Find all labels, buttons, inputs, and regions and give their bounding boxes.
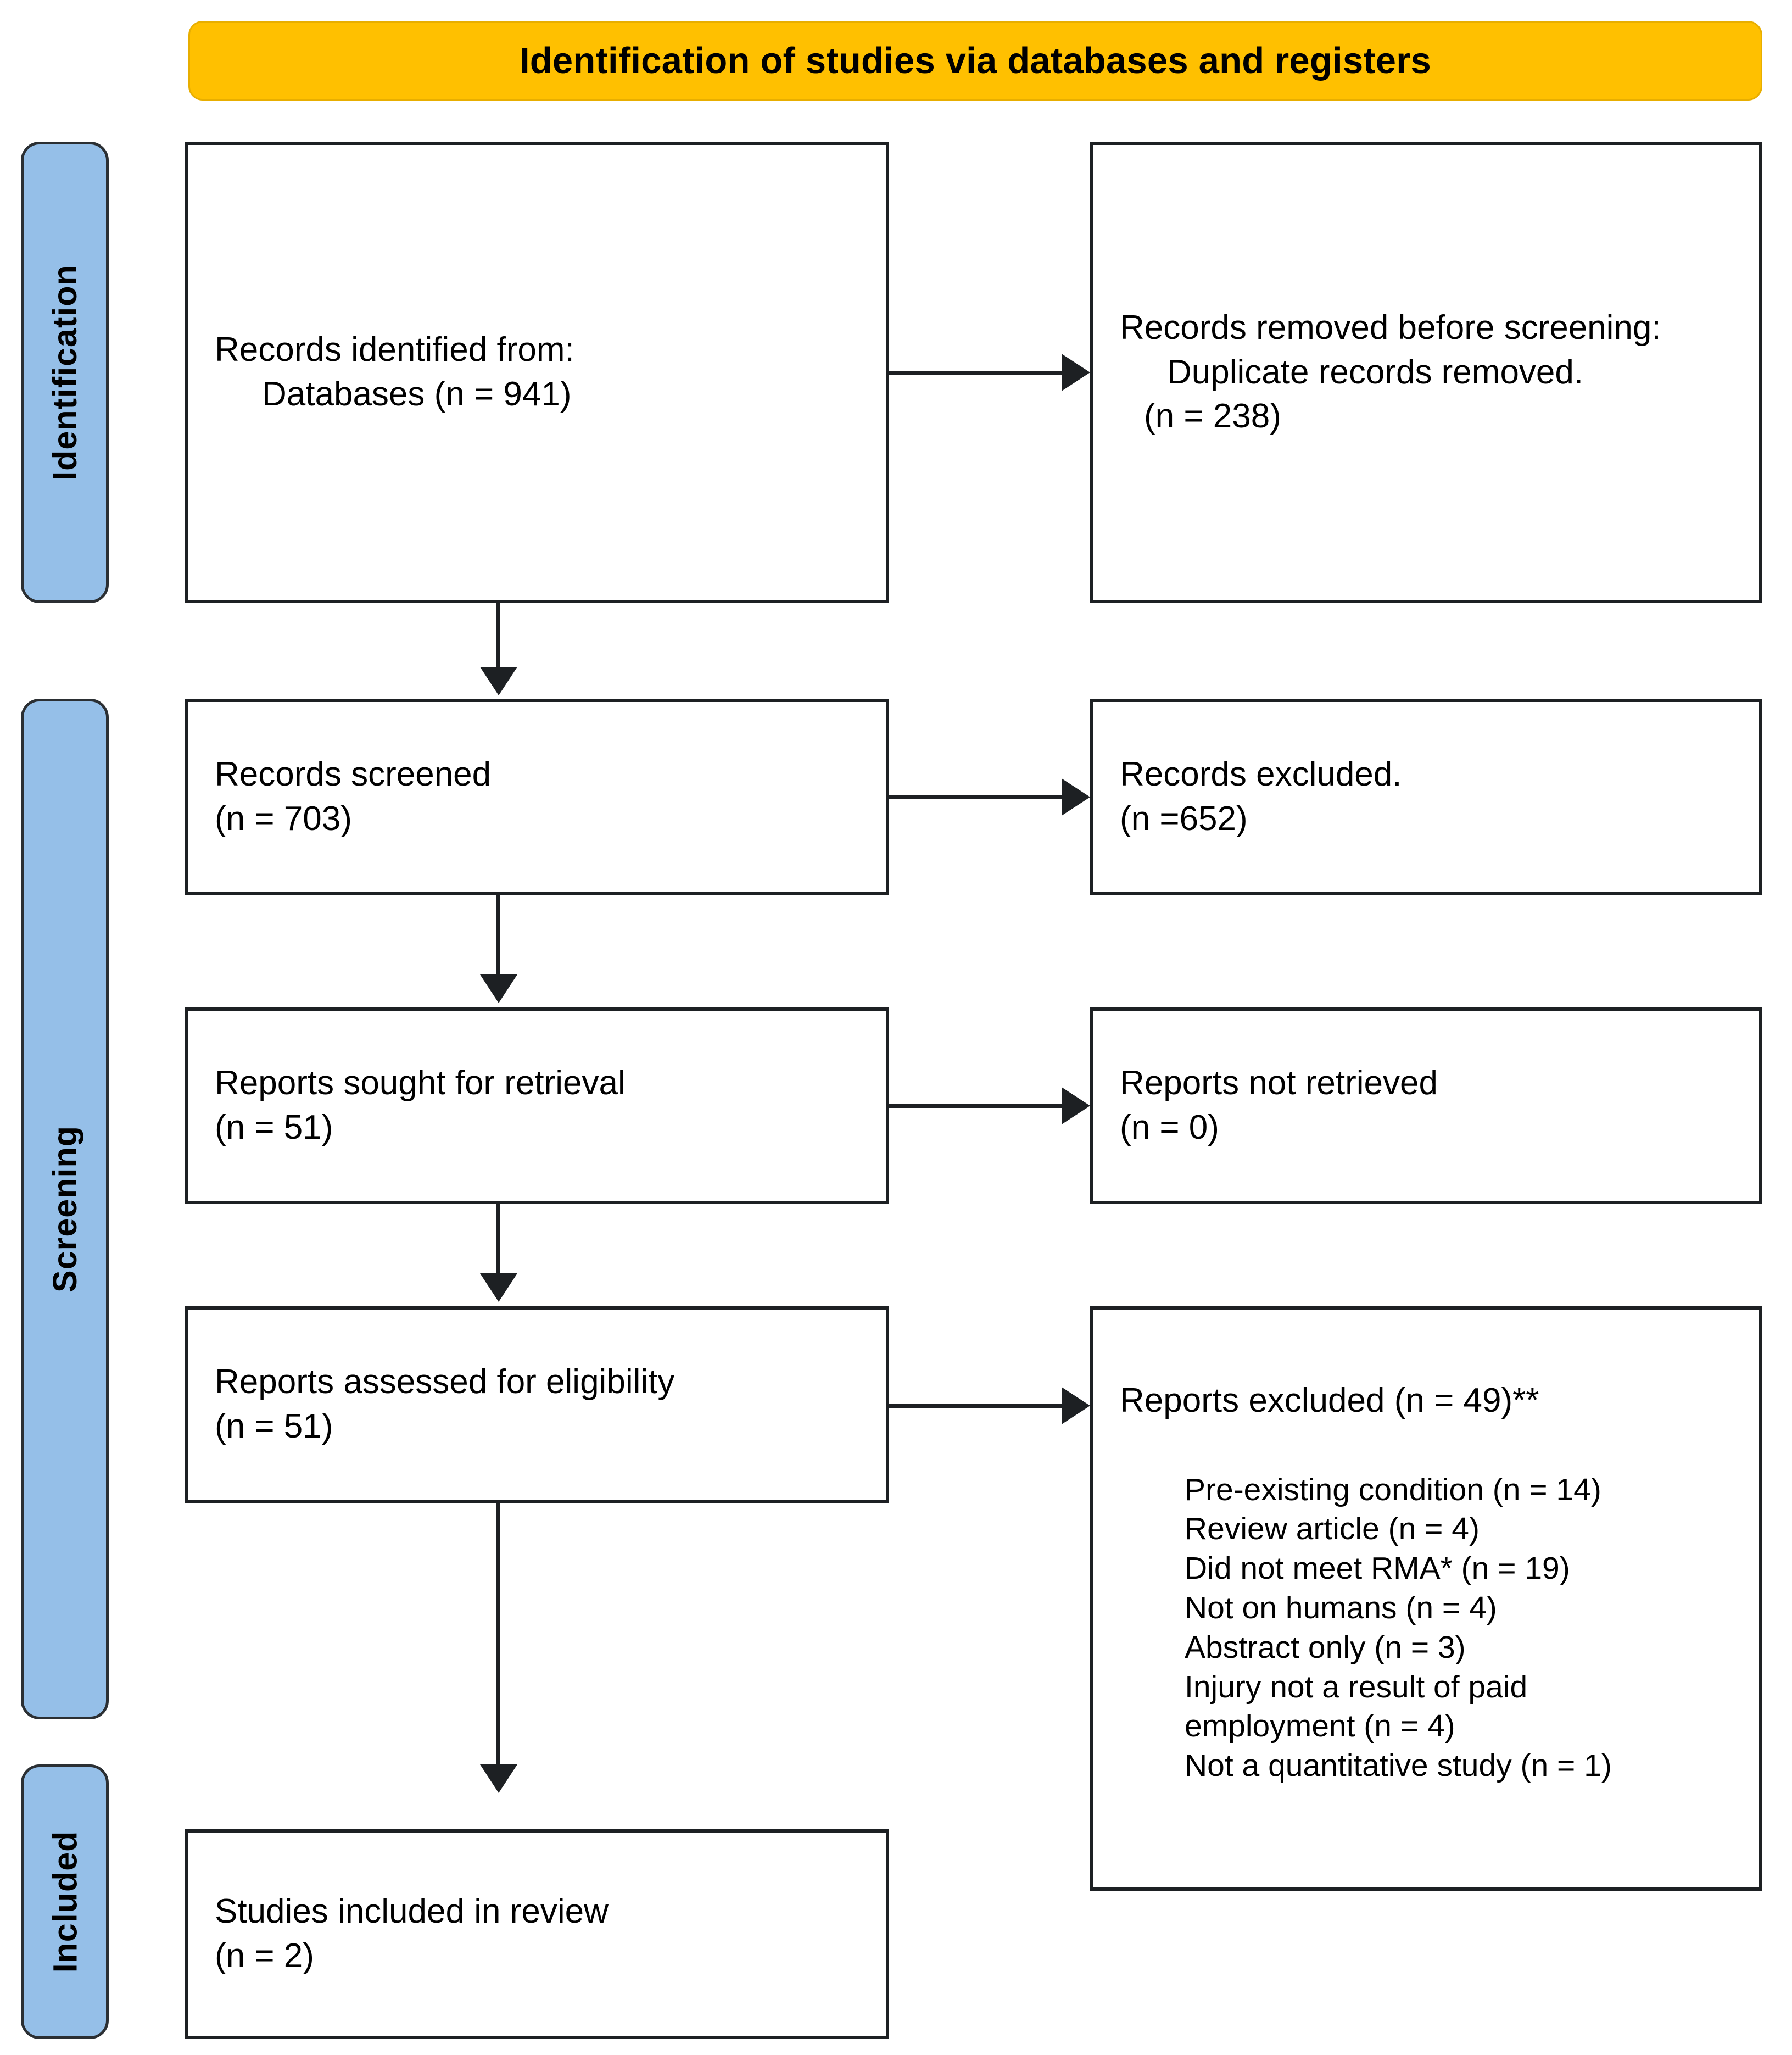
connector-assessed-to-reports-excluded [889, 1404, 1062, 1408]
records-removed-heading: Records removed before screening: [1120, 306, 1733, 350]
records-excluded-line-2: (n =652) [1120, 800, 1248, 838]
reports-not-retrieved-line-1: Reports not retrieved [1120, 1064, 1438, 1102]
banner-title: Identification of studies via databases … [519, 40, 1432, 81]
arrowhead-identified-to-removed [1062, 354, 1090, 391]
arrowhead-screened-to-sought [480, 974, 517, 1003]
list-item: employment (n = 4) [1185, 1708, 1455, 1744]
list-item: Did not meet RMA* (n = 19) [1185, 1551, 1570, 1586]
arrowhead-identified-to-screened [480, 667, 517, 695]
records-excluded-line-1: Records excluded. [1120, 755, 1402, 794]
node-reports-not-retrieved: Reports not retrieved (n = 0) [1090, 1007, 1762, 1204]
records-removed-prefix: Records removed [1120, 309, 1398, 347]
node-reports-assessed: Reports assessed for eligibility (n = 51… [185, 1306, 889, 1503]
node-records-identified: Records identified from: Databases (n = … [185, 142, 889, 603]
stage-label-screening-text: Screening [46, 1126, 83, 1293]
node-reports-excluded-detail: Reports excluded (n = 49)** Pre-existing… [1090, 1306, 1762, 1891]
connector-sought-to-assessed [496, 1204, 500, 1276]
connector-assessed-to-included [496, 1503, 500, 1767]
node-records-excluded: Records excluded. (n =652) [1090, 699, 1762, 895]
list-item: Pre-existing condition (n = 14) [1185, 1472, 1601, 1507]
node-reports-sought: Reports sought for retrieval (n = 51) [185, 1007, 889, 1204]
reports-excluded-heading: Reports excluded (n = 49)** [1120, 1382, 1539, 1419]
connector-screened-to-sought [496, 895, 500, 977]
banner-identification: Identification of studies via databases … [188, 21, 1762, 101]
connector-sought-to-not-retrieved [889, 1104, 1062, 1108]
reports-sought-line-2: (n = 51) [215, 1109, 333, 1146]
records-screened-line-1: Records screened [215, 755, 492, 794]
node-records-removed: Records removed before screening: Duplic… [1090, 142, 1762, 603]
stage-label-screening: Screening [21, 699, 109, 1719]
connector-screened-to-excluded [889, 795, 1062, 799]
list-item: Review article (n = 4) [1185, 1511, 1480, 1547]
stage-label-identification-text: Identification [46, 264, 83, 481]
arrowhead-assessed-to-included [480, 1764, 517, 1793]
arrowhead-screened-to-excluded [1062, 778, 1090, 816]
records-removed-line-1: Duplicate records removed. [1167, 353, 1584, 391]
records-removed-suffix: : [1651, 309, 1661, 347]
list-item: Injury not a result of paid [1185, 1669, 1528, 1705]
studies-included-line-1: Studies included in review [215, 1892, 609, 1931]
node-studies-included: Studies included in review (n = 2) [185, 1829, 889, 2039]
stage-label-included-text: Included [46, 1830, 84, 1973]
list-item: Not a quantitative study (n = 1) [1185, 1748, 1612, 1784]
records-identified-line-1: Records identified from: [215, 331, 574, 369]
list-item: Not on humans (n = 4) [1185, 1590, 1497, 1626]
records-identified-line-2: Databases (n = 941) [262, 375, 572, 413]
arrowhead-assessed-to-reports-excluded [1062, 1387, 1090, 1424]
reports-assessed-line-2: (n = 51) [215, 1407, 333, 1445]
records-removed-line-2: (n = 238) [1144, 397, 1281, 436]
node-records-screened: Records screened (n = 703) [185, 699, 889, 895]
reports-sought-line-1: Reports sought for retrieval [215, 1064, 626, 1102]
reports-excluded-reason-list: Pre-existing condition (n = 14) Review a… [1120, 1471, 1733, 1786]
studies-included-line-2: (n = 2) [215, 1937, 314, 1975]
records-screened-line-2: (n = 703) [215, 800, 352, 838]
list-item: Abstract only (n = 3) [1185, 1629, 1466, 1665]
reports-not-retrieved-line-2: (n = 0) [1120, 1109, 1219, 1146]
records-removed-italic: before screening [1398, 309, 1652, 347]
stage-label-identification: Identification [21, 142, 109, 603]
reports-assessed-line-1: Reports assessed for eligibility [215, 1363, 675, 1401]
connector-identified-to-removed [889, 371, 1062, 375]
arrowhead-sought-to-not-retrieved [1062, 1087, 1090, 1124]
arrowhead-sought-to-assessed [480, 1273, 517, 1302]
stage-label-included: Included [21, 1764, 109, 2039]
connector-identified-to-screened [496, 603, 500, 669]
